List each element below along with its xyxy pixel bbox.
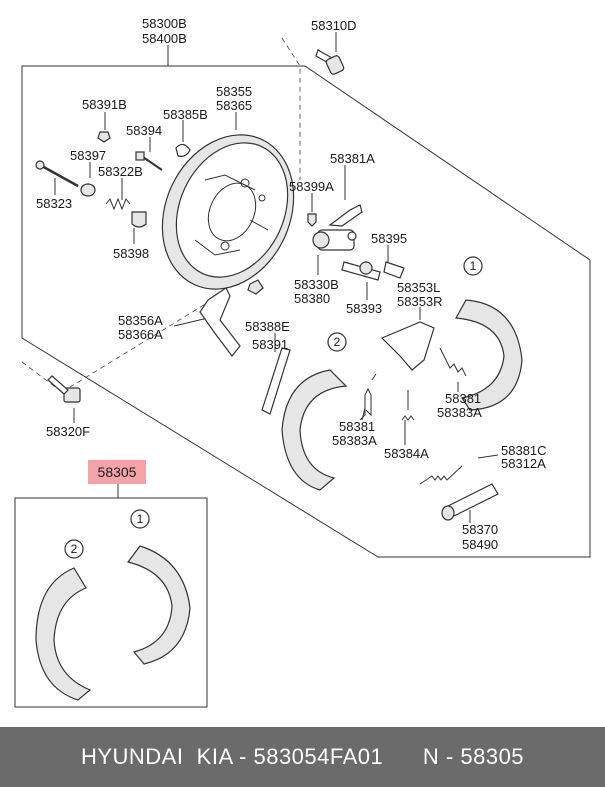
label-58393: 58393 bbox=[346, 301, 382, 316]
cap-58398 bbox=[131, 211, 147, 228]
label-58383a-mid: 58383A bbox=[332, 433, 377, 448]
svg-text:1: 1 bbox=[137, 512, 144, 526]
lever-58381a bbox=[328, 204, 363, 227]
nut-58391b bbox=[97, 131, 111, 143]
bracket-58356a bbox=[199, 287, 241, 357]
label-58391: 58391 bbox=[252, 337, 288, 352]
spring-58322b bbox=[105, 197, 131, 211]
label-58398: 58398 bbox=[113, 246, 149, 261]
callout-2-upper: 2 bbox=[327, 332, 347, 352]
adjuster-58393 bbox=[341, 261, 381, 281]
callout-1-lower: 1 bbox=[130, 509, 150, 529]
label-58399a: 58399A bbox=[289, 179, 334, 194]
label-58353l: 58353L bbox=[397, 280, 440, 295]
footer-text: HYUNDAI KIA - 583054FA01 N - 58305 bbox=[80, 744, 525, 769]
bolt-58310d bbox=[315, 49, 345, 75]
label-58490: 58490 bbox=[462, 537, 498, 552]
backing-plate bbox=[161, 134, 295, 290]
label-58381a: 58381A bbox=[330, 151, 375, 166]
label-58370: 58370 bbox=[462, 522, 498, 537]
label-58384a: 58384A bbox=[384, 446, 429, 461]
label-58320f: 58320F bbox=[46, 424, 90, 439]
parts-diagram: 1 2 1 2 58305 58300B 58400B 58310D 58391… bbox=[14, 16, 591, 708]
label-58395: 58395 bbox=[371, 231, 407, 246]
label-58355: 58355 bbox=[216, 84, 252, 99]
label-58300b: 58300B bbox=[142, 16, 187, 31]
cup-58397 bbox=[80, 183, 96, 197]
spring-58381c bbox=[419, 465, 463, 485]
label-58385b: 58385B bbox=[163, 107, 208, 122]
svg-text:1: 1 bbox=[470, 259, 477, 273]
shoe-upper-2 bbox=[281, 369, 348, 491]
label-58397: 58397 bbox=[70, 148, 106, 163]
rod-58388e bbox=[261, 347, 291, 415]
guide-lines bbox=[21, 37, 301, 393]
callout-2-lower: 2 bbox=[64, 539, 84, 559]
label-58381c: 58381C bbox=[501, 443, 547, 458]
adjuster-58370 bbox=[441, 483, 499, 521]
plate-58353l bbox=[380, 321, 435, 371]
spring-58381-right bbox=[439, 347, 467, 377]
kit-shoe-1 bbox=[126, 545, 191, 665]
washer-58399a bbox=[307, 213, 317, 227]
label-58356a: 58356A bbox=[118, 313, 163, 328]
label-58322b: 58322B bbox=[98, 164, 143, 179]
label-58394: 58394 bbox=[126, 123, 162, 138]
label-58383a-right: 58383A bbox=[437, 405, 482, 420]
footer-bar: HYUNDAI KIA - 583054FA01 N - 58305 bbox=[0, 727, 605, 787]
wheel-cylinder-58330b bbox=[312, 229, 357, 251]
label-58323: 58323 bbox=[36, 196, 72, 211]
label-58365: 58365 bbox=[216, 98, 252, 113]
svg-text:2: 2 bbox=[71, 542, 78, 556]
part-labels: 58300B 58400B 58310D 58391B 58355 58365 … bbox=[36, 16, 547, 552]
kit-box bbox=[14, 497, 208, 708]
callout-1-upper: 1 bbox=[463, 256, 483, 276]
lever-58395 bbox=[383, 261, 405, 279]
highlight-58305 bbox=[88, 460, 146, 484]
label-58391b: 58391B bbox=[82, 97, 127, 112]
label-58400b: 58400B bbox=[142, 31, 187, 46]
label-58305: 58305 bbox=[98, 464, 137, 480]
pin-58394 bbox=[135, 151, 163, 171]
shoe-upper-1 bbox=[455, 299, 523, 411]
spring-58384a bbox=[401, 390, 415, 421]
label-58312a: 58312A bbox=[501, 456, 546, 471]
label-58330b: 58330B bbox=[294, 277, 339, 292]
nut-small-center bbox=[247, 279, 264, 295]
pin-58323 bbox=[35, 160, 79, 188]
label-58353r: 58353R bbox=[397, 294, 443, 309]
bolt-58320f bbox=[47, 375, 81, 403]
spring-58381-mid bbox=[359, 373, 377, 421]
label-58381-right: 58381 bbox=[445, 391, 481, 406]
label-58380: 58380 bbox=[294, 291, 330, 306]
kit-shoe-2 bbox=[35, 567, 92, 701]
assembly-frame bbox=[21, 65, 591, 558]
label-58310d: 58310D bbox=[311, 18, 357, 33]
label-58388e: 58388E bbox=[245, 319, 290, 334]
label-58366a: 58366A bbox=[118, 327, 163, 342]
label-58381-mid: 58381 bbox=[339, 419, 375, 434]
clip-58385b bbox=[175, 143, 191, 157]
svg-text:2: 2 bbox=[334, 335, 341, 349]
